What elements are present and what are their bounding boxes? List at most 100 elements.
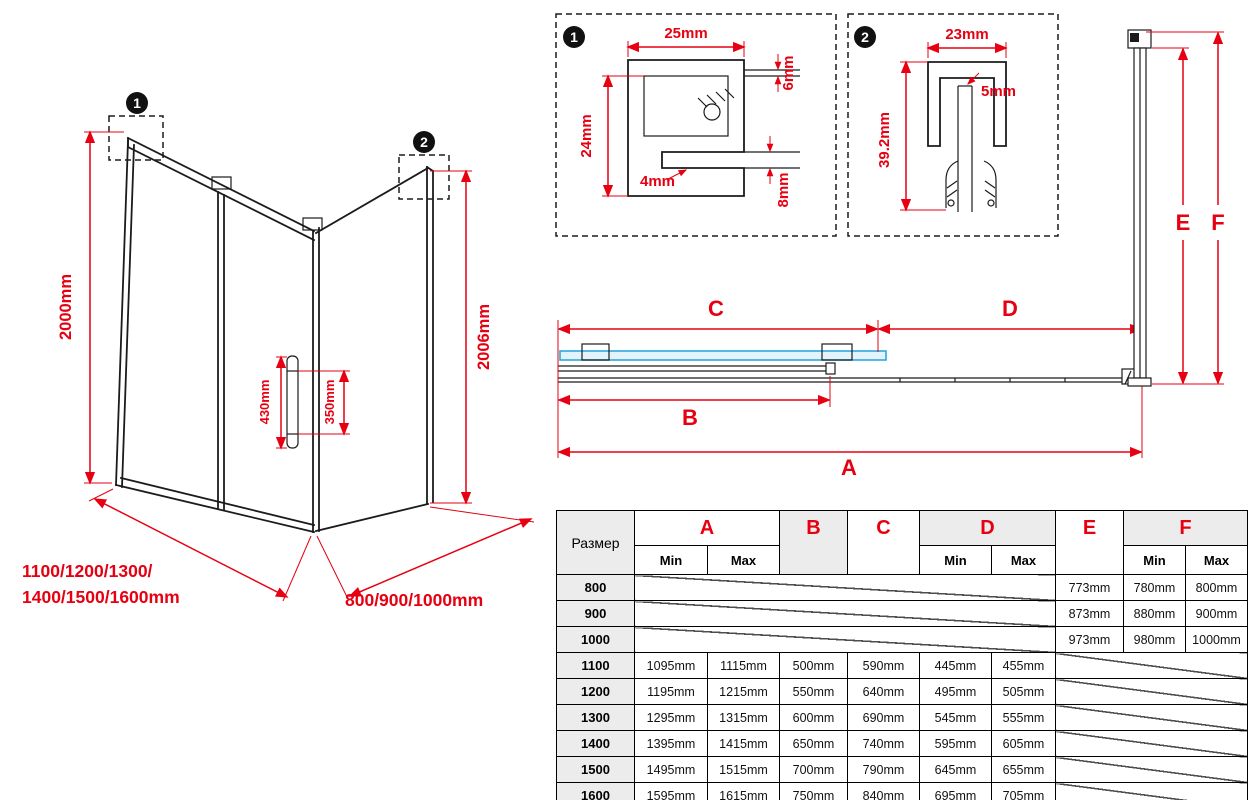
detail-1-dim-height: 24mm <box>578 114 595 157</box>
row-size-label: 1500 <box>556 756 635 783</box>
cell-f-max: 1000mm <box>1185 626 1248 653</box>
dim-height-right: 2006mm <box>475 304 493 370</box>
cell-e: 873mm <box>1055 600 1124 627</box>
empty-cells <box>1055 756 1248 783</box>
table-header-row: Размер A B C D E F <box>556 510 1248 575</box>
plan-dim-b: B <box>682 405 698 430</box>
cell-d-max: 555mm <box>991 704 1056 731</box>
row-size-label: 900 <box>556 600 635 627</box>
empty-cells <box>634 574 1056 601</box>
cell-a-max: 1315mm <box>707 704 780 731</box>
detail-1-location-box <box>108 115 164 161</box>
cell-b: 650mm <box>779 730 848 757</box>
roller-bracket <box>211 176 232 190</box>
cell-f-min: 780mm <box>1123 574 1186 601</box>
cell-d-min: 445mm <box>919 652 992 679</box>
dim-depth-options: 800/900/1000mm <box>345 590 483 610</box>
cell-d-min: 545mm <box>919 704 992 731</box>
a-min-header: Min <box>634 545 708 575</box>
detail-2-dim-height: 39.2mm <box>876 112 893 168</box>
cell-f-max: 800mm <box>1185 574 1248 601</box>
cell-c: 740mm <box>847 730 920 757</box>
cell-d-max: 705mm <box>991 782 1056 800</box>
sliding-glass-panel <box>559 350 887 361</box>
table-row: 1500 1495mm 1515mm 700mm 790mm 645mm 655… <box>556 756 1248 783</box>
row-size-label: 1000 <box>556 626 635 653</box>
detail-2-location-box <box>398 154 450 200</box>
cell-a-min: 1595mm <box>634 782 708 800</box>
col-a-header: A <box>634 510 780 546</box>
row-size-label: 1400 <box>556 730 635 757</box>
side-panel-elevation: E F <box>1127 29 1225 387</box>
detail-2-dim-width: 23mm <box>945 26 988 43</box>
table-row: 900 873mm 880mm 900mm <box>556 600 1248 627</box>
cell-d-max: 455mm <box>991 652 1056 679</box>
plan-dim-a: A <box>841 455 857 480</box>
cell-e: 973mm <box>1055 626 1124 653</box>
table-row: 1300 1295mm 1315mm 600mm 690mm 545mm 555… <box>556 704 1248 731</box>
dim-handle-length: 430mm <box>257 380 272 425</box>
cell-d-max: 655mm <box>991 756 1056 783</box>
plan-dim-e: E <box>1176 210 1191 235</box>
cell-f-min: 880mm <box>1123 600 1186 627</box>
table-row: 800 773mm 780mm 800mm <box>556 574 1248 601</box>
detail-2-number: 2 <box>861 29 869 45</box>
table-row: 1600 1595mm 1615mm 750mm 840mm 695mm 705… <box>556 782 1248 800</box>
detail-1-number: 1 <box>570 29 578 45</box>
dim-width-options-line2: 1400/1500/1600mm <box>22 587 180 607</box>
iso-dimensions: 2000mm 2006mm 430mm 350mm 1100/1200/1300… <box>22 130 535 610</box>
plan-dim-c: C <box>708 296 724 321</box>
f-min-header: Min <box>1123 545 1186 575</box>
dim-width-options-line1: 1100/1200/1300/ <box>22 561 153 581</box>
table-row: 1400 1395mm 1415mm 650mm 740mm 595mm 605… <box>556 730 1248 757</box>
cell-c: 790mm <box>847 756 920 783</box>
row-size-label: 800 <box>556 574 635 601</box>
cell-f-max: 900mm <box>1185 600 1248 627</box>
cell-e: 773mm <box>1055 574 1124 601</box>
empty-cells <box>634 626 1056 653</box>
cell-a-min: 1495mm <box>634 756 708 783</box>
callout-1-badge <box>126 92 148 114</box>
top-rail-profile <box>627 59 800 197</box>
empty-cells <box>1055 652 1248 679</box>
col-d-header: D <box>919 510 1056 546</box>
col-c-header: C <box>847 510 920 575</box>
cell-d-max: 505mm <box>991 678 1056 705</box>
empty-cells <box>1055 704 1248 731</box>
cell-a-max: 1215mm <box>707 678 780 705</box>
door-handle <box>286 355 299 449</box>
row-size-label: 1100 <box>556 652 635 679</box>
plan-view: C D B A <box>557 296 1144 480</box>
cell-c: 640mm <box>847 678 920 705</box>
track-and-fixed-panel <box>558 362 1144 385</box>
center-roller-block <box>821 343 853 361</box>
isometric-view: 1 2 2000mm 2006mm 430mm 350mm 1100/1200/… <box>22 92 535 610</box>
detail-1: 1 25mm 24mm 4mm 6mm 8mm <box>555 13 837 237</box>
cell-c: 590mm <box>847 652 920 679</box>
side-panel-profile <box>1127 29 1152 387</box>
detail-2-badge <box>854 26 876 48</box>
size-table: Размер A B C D E F Min Max Min Max Min M… <box>556 510 1248 800</box>
cell-d-min: 495mm <box>919 678 992 705</box>
col-f-header: F <box>1123 510 1248 546</box>
empty-cells <box>1055 730 1248 757</box>
plan-dim-f: F <box>1211 210 1224 235</box>
cell-b: 750mm <box>779 782 848 800</box>
cell-b: 600mm <box>779 704 848 731</box>
detail-1-dim-width: 25mm <box>664 25 707 42</box>
dim-handle-centers: 350mm <box>322 380 337 425</box>
detail-1-badge <box>563 26 585 48</box>
detail-1-dim-glass-bottom: 8mm <box>775 172 792 207</box>
row-size-label: 1200 <box>556 678 635 705</box>
callout-1-number: 1 <box>133 95 141 111</box>
detail-2: 2 23mm 5mm 39.2mm <box>847 13 1059 237</box>
cell-f-min: 980mm <box>1123 626 1186 653</box>
empty-cells <box>1055 678 1248 705</box>
corner-bracket <box>302 217 323 231</box>
empty-cells <box>634 600 1056 627</box>
callout-2-number: 2 <box>420 134 428 150</box>
d-max-header: Max <box>991 545 1056 575</box>
table-row: 1100 1095mm 1115mm 500mm 590mm 445mm 455… <box>556 652 1248 679</box>
